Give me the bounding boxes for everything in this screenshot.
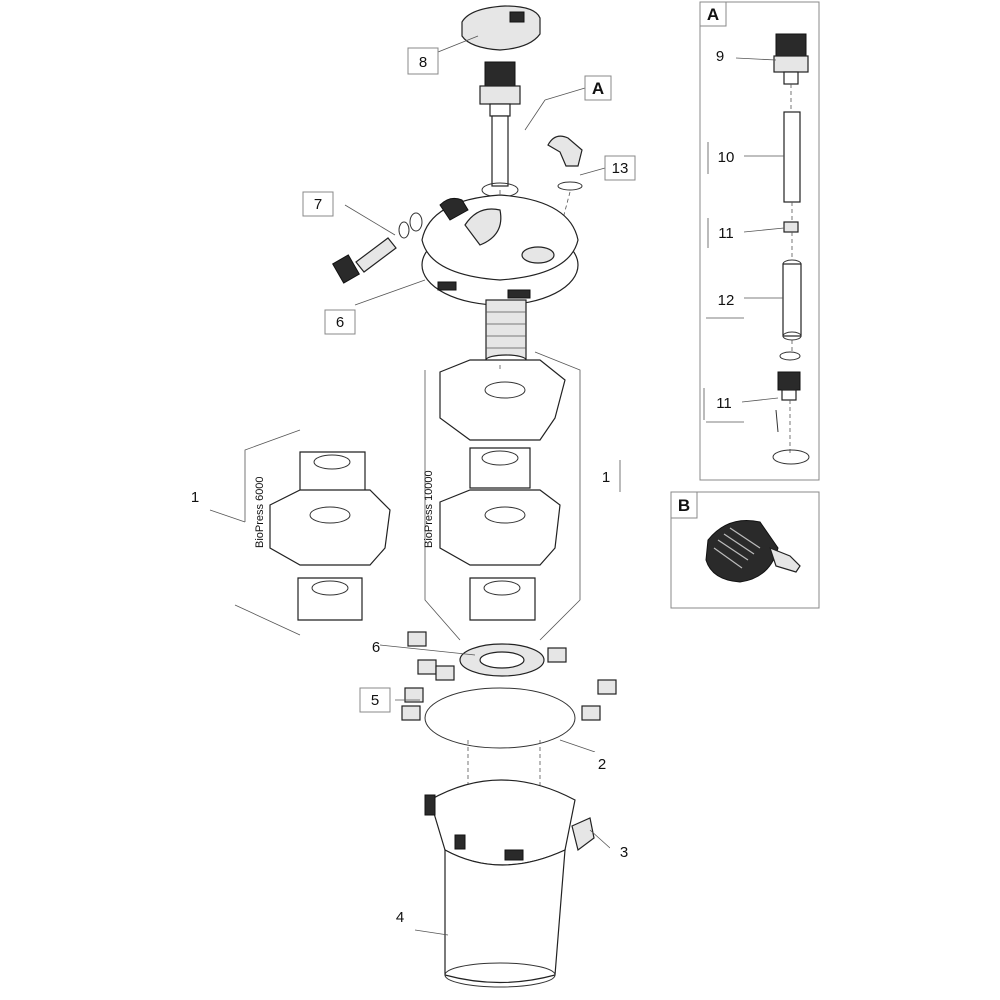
label-12: 12 bbox=[706, 292, 783, 319]
label-7: 7 bbox=[302, 191, 334, 217]
uvc-unit bbox=[479, 61, 521, 187]
part-7-hose-nozzle bbox=[332, 212, 423, 284]
label-11-lower: 11 bbox=[703, 388, 779, 423]
label-6-top: 6 bbox=[324, 309, 356, 335]
label-1-left-text: 1 bbox=[191, 489, 199, 506]
group-bracket-lines bbox=[234, 351, 581, 641]
label-10: 10 bbox=[707, 142, 784, 174]
label-3: 3 bbox=[610, 840, 638, 864]
label-5-text: 5 bbox=[371, 692, 379, 709]
panel-b-letter: B bbox=[678, 496, 690, 515]
label-2: 2 bbox=[588, 752, 616, 776]
label-9: 9 bbox=[704, 44, 777, 68]
part-13-elbow bbox=[547, 135, 583, 231]
biopress-10000-label: BioPress 10000 bbox=[423, 470, 435, 548]
label-5: 5 bbox=[359, 687, 391, 713]
label-13: 13 bbox=[604, 155, 636, 181]
label-6-top-text: 6 bbox=[336, 314, 344, 331]
biopress-6000-label: BioPress 6000 bbox=[254, 476, 266, 548]
pump-icon bbox=[705, 520, 801, 583]
label-6-bottom-text: 6 bbox=[372, 639, 380, 656]
label-6-bottom: 6 bbox=[372, 639, 380, 656]
part-8-cap bbox=[461, 5, 541, 51]
label-11-upper-text: 11 bbox=[718, 225, 734, 242]
part-5-bio-media bbox=[401, 631, 617, 721]
part-6-lid bbox=[421, 194, 579, 306]
label-4: 4 bbox=[385, 905, 415, 929]
sponge-stack-10000 bbox=[439, 359, 566, 621]
label-a-main-text: A bbox=[592, 79, 604, 98]
label-12-text: 12 bbox=[718, 292, 735, 309]
label-2-text: 2 bbox=[598, 756, 606, 773]
label-11-lower-text: 11 bbox=[716, 395, 732, 412]
cleaning-cylinder bbox=[485, 299, 527, 366]
panel-a: A 9 10 bbox=[699, 1, 820, 481]
label-9-text: 9 bbox=[716, 48, 724, 65]
label-1-right-text: 1 bbox=[602, 469, 610, 486]
part-3-clip bbox=[571, 817, 595, 852]
panel-a-letter: A bbox=[707, 5, 719, 24]
label-13-text: 13 bbox=[612, 160, 629, 177]
part-6-ring bbox=[459, 643, 545, 677]
label-a-main: A bbox=[584, 75, 612, 101]
label-10-text: 10 bbox=[718, 149, 735, 166]
label-4-text: 4 bbox=[396, 909, 404, 926]
label-3-text: 3 bbox=[620, 844, 628, 861]
sponge-stack-6000 bbox=[269, 451, 391, 621]
label-8-text: 8 bbox=[419, 54, 427, 71]
label-1-right: 1 bbox=[592, 460, 621, 492]
label-11-upper: 11 bbox=[707, 218, 785, 248]
panel-b: B bbox=[670, 491, 820, 609]
label-7-text: 7 bbox=[314, 196, 322, 213]
part-4-housing bbox=[424, 779, 576, 988]
label-1-left: 1 bbox=[180, 485, 246, 523]
part-2-seal-ring bbox=[424, 687, 576, 749]
label-8: 8 bbox=[407, 47, 439, 75]
leader-lines bbox=[344, 35, 611, 936]
